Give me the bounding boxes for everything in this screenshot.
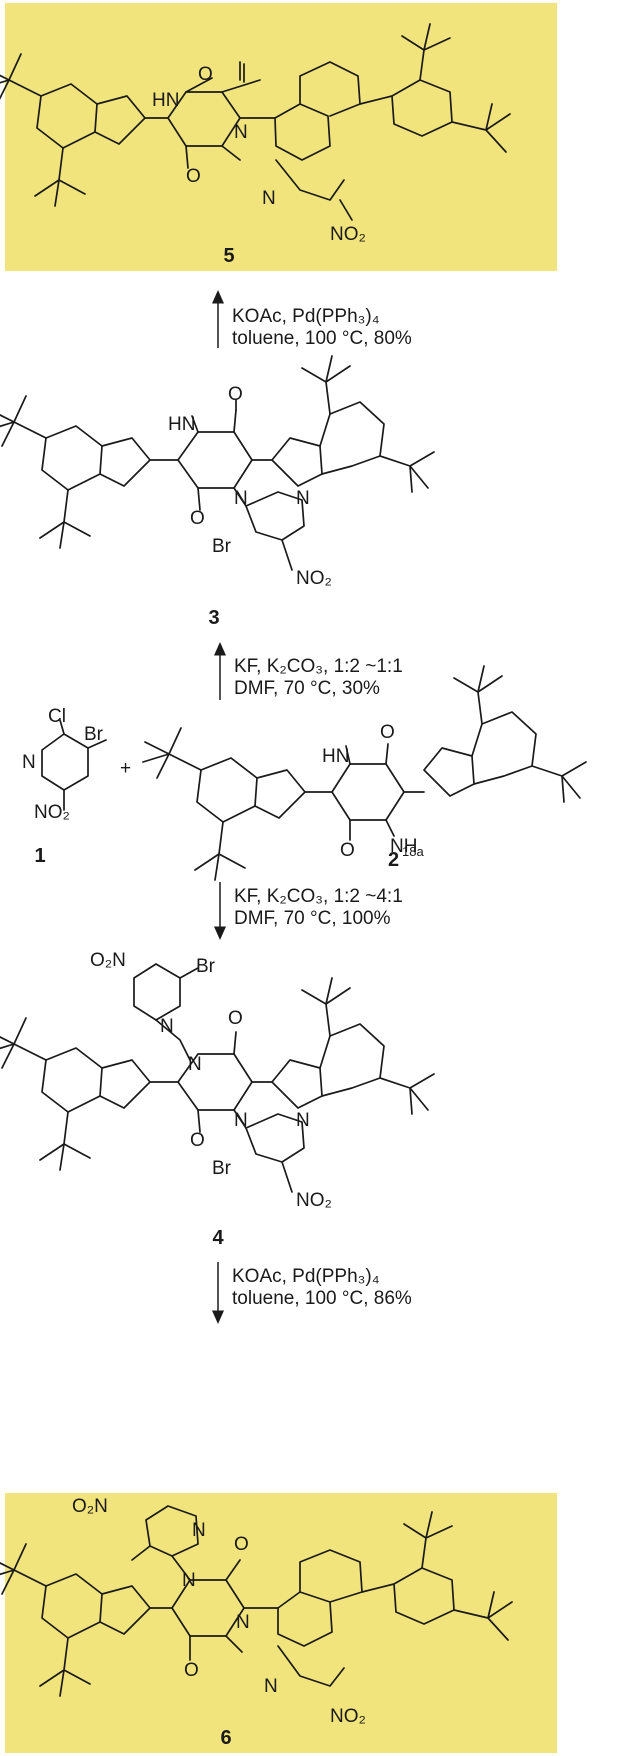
- c4-N-top: N: [188, 1054, 202, 1075]
- c2-O-bottom: O: [340, 840, 355, 861]
- step-3to5-line1: KOAc, Pd(PPh₃)₄: [232, 306, 380, 327]
- plus-sign: +: [120, 758, 131, 779]
- c5-NO2: NO₂: [330, 224, 366, 245]
- c6-O-bottom: O: [184, 1660, 199, 1681]
- c4-N-pyridine-bottom: N: [296, 1110, 310, 1131]
- c3-O-bottom: O: [190, 508, 205, 529]
- label-2: 2: [388, 849, 399, 871]
- c4-N-pyridine-top: N: [160, 1016, 174, 1037]
- label-2-superscript: 18a: [402, 844, 424, 859]
- structure-2: [142, 665, 587, 881]
- c6-N-pyridine-top: N: [192, 1520, 206, 1541]
- label-6: 6: [220, 1727, 231, 1749]
- label-5: 5: [223, 245, 234, 267]
- c4-O2N: O₂N: [90, 950, 126, 971]
- c3-Br: Br: [212, 536, 232, 557]
- step-4to6-line1: KOAc, Pd(PPh₃)₄: [232, 1266, 380, 1287]
- c5-O-bottom: O: [186, 166, 201, 187]
- c6-N-pyridine-bottom: N: [264, 1676, 278, 1697]
- c3-N: N: [234, 488, 248, 509]
- c6-O2N: O₂N: [72, 1496, 108, 1517]
- c6-N-top: N: [182, 1570, 196, 1591]
- highlight-box-5: [5, 3, 557, 271]
- c6-NO2: NO₂: [330, 1706, 366, 1727]
- c1-Br: Br: [84, 724, 104, 745]
- c4-Br-top: Br: [196, 956, 216, 977]
- structure-5: [0, 23, 511, 221]
- step-1to4-line1: KF, K₂CO₃, 1:2 ~4:1: [234, 886, 403, 907]
- c3-O-top: O: [228, 384, 243, 405]
- label-1: 1: [34, 845, 45, 867]
- c5-N-pyridine: N: [262, 188, 276, 209]
- step-1to3-line1: KF, K₂CO₃, 1:2 ~1:1: [234, 656, 403, 677]
- c3-N-pyridine: N: [296, 488, 310, 509]
- label-3: 3: [208, 607, 219, 629]
- structure-1: [41, 719, 107, 811]
- c3-HN: HN: [168, 414, 195, 435]
- c4-Br-bottom: Br: [212, 1158, 232, 1179]
- c1-Cl: Cl: [48, 706, 66, 727]
- c4-O-bottom: O: [190, 1130, 205, 1151]
- step-3to5-line2: toluene, 100 °C, 80%: [232, 328, 412, 349]
- step-1to4-line2: DMF, 70 °C, 100%: [234, 908, 391, 929]
- c3-NO2: NO₂: [296, 568, 332, 589]
- step-4to6-line2: toluene, 100 °C, 86%: [232, 1288, 412, 1309]
- label-4: 4: [212, 1227, 224, 1249]
- c5-HN: HN: [152, 90, 179, 111]
- c1-N: N: [22, 752, 36, 773]
- c5-O-top: O: [198, 64, 213, 85]
- step-1to3-line2: DMF, 70 °C, 30%: [234, 678, 380, 699]
- c2-HN: HN: [322, 746, 349, 767]
- c5-N: N: [234, 122, 248, 143]
- c2-O-top: O: [380, 722, 395, 743]
- c6-N-bottom: N: [236, 1612, 250, 1633]
- structure-3: [0, 355, 435, 571]
- c1-NO2: NO₂: [34, 802, 70, 823]
- highlight-box-6: [5, 1493, 557, 1753]
- c4-N-bottom: N: [234, 1110, 248, 1131]
- c4-O-top: O: [228, 1008, 243, 1029]
- c4-NO2: NO₂: [296, 1190, 332, 1211]
- structure-6: [0, 1505, 513, 1697]
- c6-O-top: O: [234, 1534, 249, 1555]
- structure-4: [0, 963, 435, 1193]
- c2-NH: NH: [390, 836, 417, 857]
